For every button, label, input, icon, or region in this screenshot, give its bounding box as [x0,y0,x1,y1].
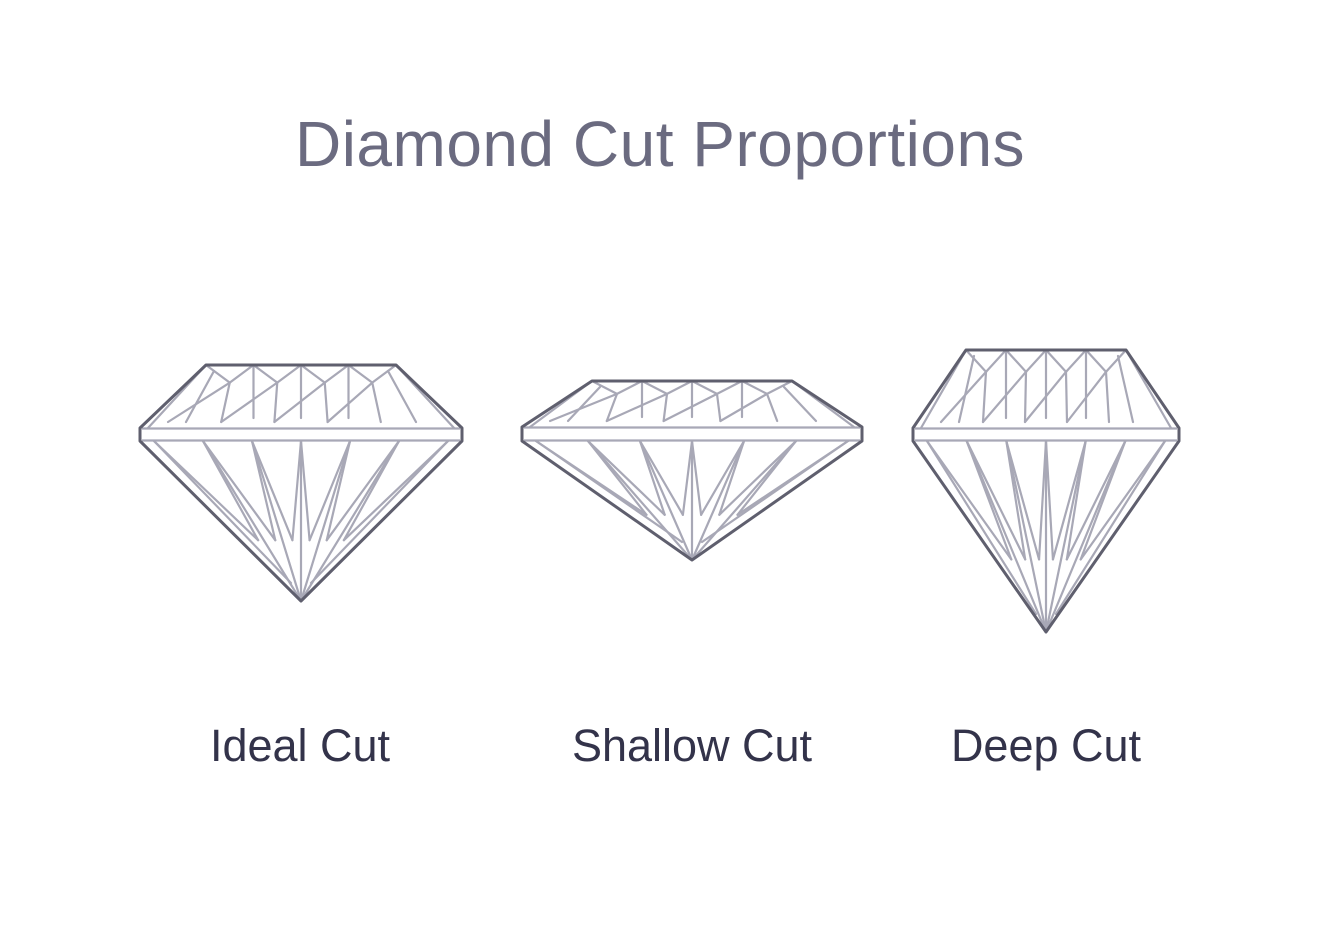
diagram-title: Diamond Cut Proportions [294,108,1026,180]
deep-cut-label: Deep Cut [950,720,1142,771]
ideal-cut-diamond [138,363,464,603]
shallow-cut-diamond [520,379,864,562]
ideal-cut-label: Ideal Cut [209,720,391,771]
deep-cut-diamond [911,348,1181,634]
shallow-cut-label: Shallow Cut [571,720,813,771]
